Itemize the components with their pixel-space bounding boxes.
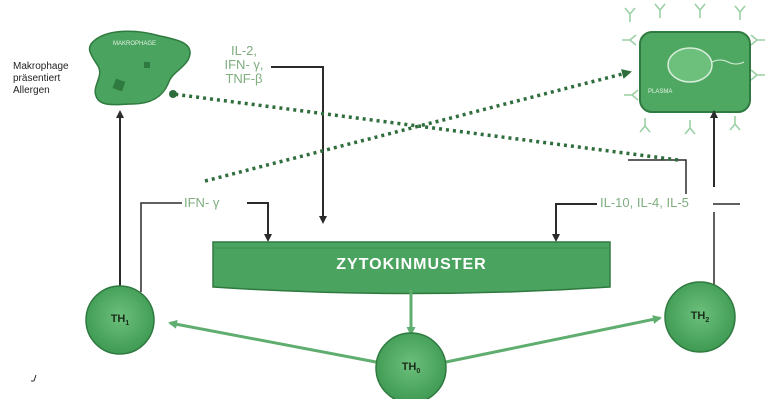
dotted-arrow-to-plasma: [205, 72, 630, 181]
arrow-th2-cytokines-to-bar: [556, 204, 597, 240]
th1-cytokine-list: IL-2, IFN- γ, TNF-β: [208, 44, 280, 86]
macrophage-caption-line: präsentiert: [13, 73, 69, 85]
node-th2-base: TH: [691, 310, 706, 322]
macrophage-caption: Makrophage präsentiert Allergen: [13, 61, 69, 97]
plasma-cell-label: PLASMA: [648, 89, 672, 95]
bracket-ifn-left: [141, 203, 182, 292]
cytokine-tnf-beta: TNF-β: [208, 72, 280, 86]
th2-cytokine-list: IL-10, IL-4, IL-5: [600, 196, 689, 210]
cytokine-bar-label: ZYTOKINMUSTER: [213, 256, 610, 274]
node-th1-base: TH: [111, 313, 126, 325]
arrow-th0-to-th1: [170, 323, 376, 362]
macrophage-caption-line: Allergen: [13, 85, 69, 97]
node-th2-sub: 2: [705, 317, 709, 324]
node-th0-sub: 0: [416, 368, 420, 375]
dotted-arrow-to-macrophage: [173, 94, 678, 160]
arrow-ifn-to-bar: [247, 203, 268, 240]
node-th2-label: TH2: [666, 310, 734, 324]
plasma-nucleus: [668, 48, 712, 82]
arrow-th0-to-th2: [446, 318, 660, 362]
macrophage-caption-line: Makrophage: [13, 61, 69, 73]
corner-mark: [31, 375, 36, 381]
plasma-cell: [622, 4, 765, 134]
cytokine-il2: IL-2,: [208, 44, 280, 58]
cytokine-ifn-gamma-th1: IFN- γ: [184, 196, 219, 210]
arrow-th1-cytokines-to-bar: [271, 67, 323, 222]
node-th0-label: TH0: [377, 361, 445, 375]
cytokine-ifn-gamma: IFN- γ,: [208, 58, 280, 72]
node-th0-base: TH: [402, 361, 417, 373]
macrophage-cell-label: MAKROPHAGE: [113, 41, 156, 47]
node-th1-sub: 1: [125, 320, 129, 327]
node-th1-label: TH1: [86, 313, 154, 327]
